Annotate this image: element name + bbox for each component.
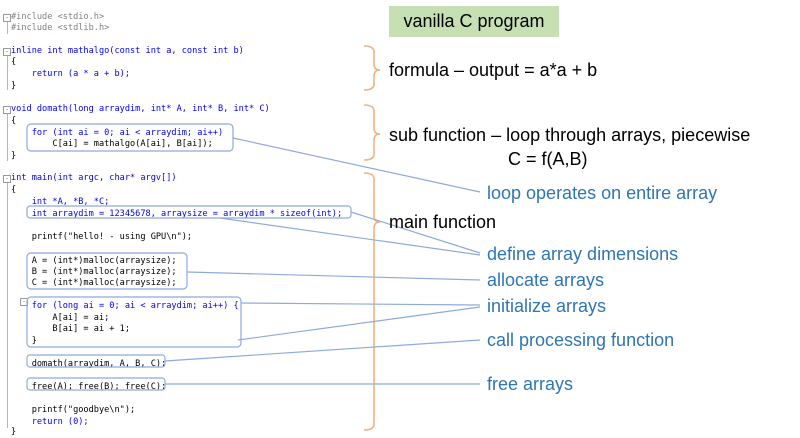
connector-init-a [240,302,481,306]
code-line: { [11,185,17,195]
code-line: printf("goodbye\n"); [11,405,136,415]
code-line: C[ai] = mathalgo(A[ai], B[ai]); [11,139,213,149]
connector-allocate [186,271,481,281]
code-line: domath(arraydim, A, B, C); [11,359,167,369]
collapse-icon: - [3,106,11,114]
brace-main-function [363,172,381,431]
code-line: int arraydim = 12345678, arraysize = arr… [11,209,343,219]
code-line: int main(int argc, char* argv[]) [11,173,177,183]
code-line: B = (int*)malloc(arraysize); [11,267,177,277]
title-box [389,6,559,37]
connector-call [164,339,481,362]
box-domath-call [26,354,166,368]
callout-call-processing: call processing function [487,330,675,350]
code-line: printf("hello! - using GPU\n"); [11,232,193,242]
code-line: } [11,336,37,346]
sub-function-note: sub function – loop through arrays, piec… [389,125,751,145]
callout-loop-entire: loop operates on entire array [487,183,718,203]
callout-initialize: initialize arrays [487,296,607,316]
code-line: { [11,57,17,67]
box-array-dims [26,205,352,219]
code-line: return (a * a + b); [11,69,130,79]
code-line: return (0); [11,417,89,427]
brace-sub-function [363,104,381,161]
code-line: int *A, *B, *C; [11,197,110,207]
code-line: inline int mathalgo(const int a, const i… [11,46,244,56]
connector-init-b [237,306,481,341]
collapse-icon: - [3,175,11,183]
code-line: } [11,427,17,437]
code-line: #include <stdlib.h> [11,23,110,33]
code-line: A = (int*)malloc(arraysize); [11,256,177,266]
fold-guide [7,56,8,90]
collapse-icon: - [3,14,11,22]
brace-formula [363,45,381,91]
connector-loop [232,137,481,193]
code-line: { [11,116,17,126]
box-for-loop [26,123,234,152]
collapse-icon: - [3,48,11,56]
fold-guide [7,114,8,161]
code-line: free(A); free(B); free(C); [11,382,167,392]
sub-function-formula: C = f(A,B) [508,149,588,169]
connector-dims-a [350,211,481,254]
code-line: } [11,151,17,161]
code-line: B[ai] = ai + 1; [11,324,130,334]
code-listing: - - - - - #include <stdio.h> #include <s… [0,0,380,437]
code-line: C = (int*)malloc(arraysize); [11,278,177,288]
callout-define-dims: define array dimensions [487,244,679,264]
fold-guide [7,183,8,428]
connector-dims-b [219,217,481,256]
box-malloc [26,252,188,290]
code-line: A[ai] = ai; [11,313,110,323]
diagram-title: vanilla C program [403,11,545,31]
box-free [26,377,166,391]
callout-free-arrays: free arrays [487,374,574,394]
box-init-loop [26,296,242,348]
code-line: } [11,81,17,91]
code-line: for (int ai = 0; ai < arraydim; ai++) [11,128,224,138]
callout-allocate: allocate arrays [487,270,605,290]
formula-note: formula – output = a*a + b [389,60,598,80]
code-line: for (long ai = 0; ai < arraydim; ai++) { [11,301,239,311]
fold-guide [7,22,8,34]
code-line: void domath(long arraydim, int* A, int* … [11,104,270,114]
main-function-note: main function [389,212,497,232]
code-line: #include <stdio.h> [11,12,105,22]
